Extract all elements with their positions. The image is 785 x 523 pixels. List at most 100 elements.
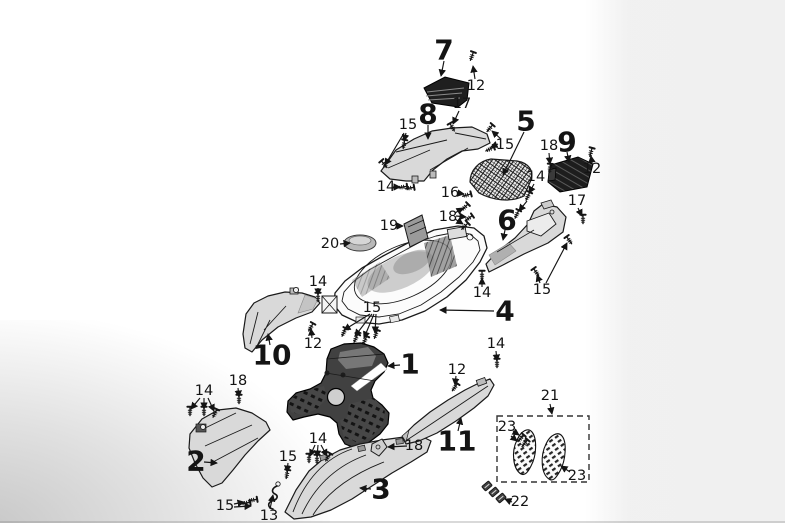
- leader-line-21: [547, 403, 555, 415]
- callout-4: 4: [495, 295, 514, 328]
- callout-15: 15: [533, 282, 551, 298]
- callout-12: 12: [467, 78, 485, 94]
- backdrop-edge-bottom: [0, 521, 785, 523]
- callout-13: 13: [260, 508, 278, 523]
- leader-line-7: [438, 60, 446, 77]
- backdrop-shadow-bottom-left: [0, 320, 330, 523]
- leader-line-3: [359, 484, 372, 493]
- callout-15: 15: [216, 498, 234, 514]
- callout-9: 9: [557, 126, 576, 159]
- callout-20: 20: [321, 236, 339, 252]
- callout-2: 2: [186, 445, 205, 478]
- leader-line-13: [267, 494, 276, 510]
- callout-17: 17: [568, 193, 586, 209]
- leader-line-14: [207, 397, 215, 412]
- leader-line-15: [343, 313, 371, 331]
- callout-23: 23: [568, 468, 586, 484]
- callout-18: 18: [439, 209, 457, 225]
- callout-12: 12: [583, 161, 601, 177]
- leader-line-12: [308, 328, 316, 339]
- callout-14: 14: [473, 285, 491, 301]
- leader-line-12: [588, 155, 596, 164]
- screw-icon: [563, 234, 575, 247]
- leader-line-14: [320, 444, 328, 457]
- leader-line-20: [339, 239, 351, 248]
- part-8-rear-cowl: [380, 126, 491, 184]
- screw-icon: [458, 201, 471, 214]
- leader-line-6: [500, 229, 508, 241]
- leader-line-2: [203, 458, 218, 467]
- part-10-side-cover: [242, 286, 321, 353]
- callout-8: 8: [418, 98, 437, 131]
- callout-1: 1: [400, 348, 419, 381]
- leader-line-1: [387, 361, 401, 370]
- leader-line-18: [454, 207, 464, 215]
- callout-18: 18: [540, 138, 558, 154]
- callout-16: 16: [441, 185, 459, 201]
- leader-line-18: [387, 442, 408, 451]
- screw-icon: [460, 190, 473, 200]
- leader-line-22: [504, 498, 513, 506]
- callout-15: 15: [279, 449, 297, 465]
- callout-14: 14: [195, 383, 213, 399]
- leader-line-4: [439, 306, 495, 314]
- leader-line-15: [363, 313, 375, 339]
- leader-line-15: [490, 140, 499, 148]
- leader-line-14: [492, 350, 501, 362]
- callout-18: 18: [229, 373, 247, 389]
- leader-line-18: [454, 217, 464, 225]
- leader-line-15: [284, 462, 292, 473]
- leader-line-18: [545, 152, 554, 165]
- part-5-mesh-grille: [469, 158, 533, 201]
- leader-line-18: [234, 387, 242, 398]
- leader-line-23: [509, 433, 518, 442]
- screw-icon: [466, 50, 477, 63]
- callout-15: 15: [496, 137, 514, 153]
- screw-icon: [586, 146, 596, 159]
- callout-5: 5: [516, 105, 535, 138]
- backdrop-shadow-right: [585, 0, 785, 523]
- callout-12: 12: [304, 336, 322, 352]
- leader-line-15: [401, 132, 410, 142]
- leader-line-16: [456, 189, 465, 197]
- callout-14: 14: [309, 274, 327, 290]
- leader-line-15: [491, 130, 502, 140]
- leader-line-18: [455, 212, 467, 221]
- callout-3: 3: [371, 473, 390, 506]
- screw-icon: [579, 213, 587, 225]
- leader-line-23: [511, 428, 520, 436]
- leader-line-15: [354, 313, 373, 337]
- callout-14: 14: [527, 169, 545, 185]
- leader-line-15: [371, 313, 380, 334]
- leader-line-14: [313, 444, 322, 458]
- bracket-clip: [370, 438, 388, 457]
- callout-14: 14: [377, 179, 395, 195]
- callout-11: 11: [438, 425, 477, 458]
- callout-21: 21: [541, 388, 559, 404]
- leader-line-15: [233, 499, 245, 507]
- leader-line-10: [265, 333, 273, 346]
- part-23-mat-right: [541, 433, 566, 481]
- leader-lines-layer: [190, 60, 596, 511]
- callout-15: 15: [399, 117, 417, 133]
- part-11-sill-panel: [401, 376, 495, 445]
- leader-line-11: [455, 417, 464, 432]
- callout-10: 10: [253, 339, 292, 372]
- callout-15: 15: [363, 300, 381, 316]
- leader-line-14: [528, 183, 536, 194]
- part-2-front-cover: [188, 407, 271, 488]
- callout-23: 23: [498, 419, 516, 435]
- screw-icon: [530, 266, 542, 279]
- leader-line-15: [535, 274, 543, 284]
- leader-line-17: [452, 110, 460, 125]
- callout-19: 19: [380, 218, 398, 234]
- leader-line-9: [564, 151, 572, 163]
- callout-12: 12: [448, 362, 466, 378]
- callout-18: 18: [405, 438, 423, 454]
- leader-line-12: [470, 65, 478, 80]
- callout-17: 17: [453, 96, 471, 112]
- leader-line-15: [233, 502, 252, 511]
